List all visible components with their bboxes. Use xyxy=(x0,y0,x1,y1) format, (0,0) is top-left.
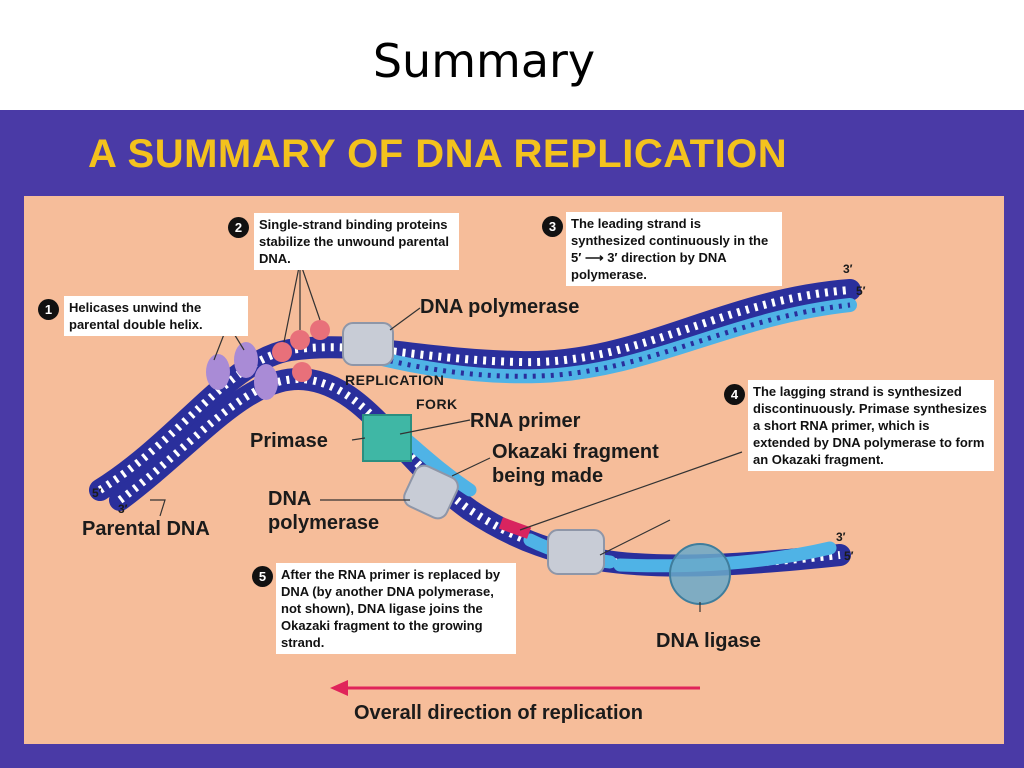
label-replication: Replication xyxy=(345,372,444,388)
end-bottom-5: 5′ xyxy=(844,549,854,563)
parental-strand-lower xyxy=(120,379,840,566)
step-1-number: 1 xyxy=(38,299,59,320)
end-bottom-3: 3′ xyxy=(836,530,846,544)
step-3-number: 3 xyxy=(542,216,563,237)
step-1-text: Helicases unwind the parental double hel… xyxy=(64,296,248,336)
step-3-text: The leading strand is synthesized contin… xyxy=(566,212,782,286)
label-dna-polymerase-top: DNA polymerase xyxy=(420,296,579,318)
step-4-number: 4 xyxy=(724,384,745,405)
label-parental-dna: Parental DNA xyxy=(82,518,210,540)
label-overall-direction: Overall direction of replication xyxy=(354,702,643,724)
step-2-text: Single-strand binding proteins stabilize… xyxy=(254,213,459,270)
direction-arrow-head xyxy=(330,680,348,696)
end-left-5: 5′ xyxy=(92,486,102,500)
primase-enzyme xyxy=(363,415,411,461)
ssb-protein-4 xyxy=(292,362,312,382)
label-dna-ligase: DNA ligase xyxy=(656,630,761,652)
end-left-3: 3′ xyxy=(118,502,128,516)
label-dna-polymerase-bottom-line2: polymerase xyxy=(268,512,379,534)
step-5-number: 5 xyxy=(252,566,273,587)
ssb-protein-2 xyxy=(290,330,310,350)
step-4-text: The lagging strand is synthesized discon… xyxy=(748,380,994,471)
label-dna-polymerase-bottom-line1: DNA xyxy=(268,488,311,510)
end-top-5: 5′ xyxy=(856,284,866,298)
helicase-1 xyxy=(206,354,230,390)
end-top-3: 3′ xyxy=(843,262,853,276)
label-okazaki-line1: Okazaki fragment xyxy=(492,441,659,463)
helicase-2 xyxy=(234,342,258,378)
dna-polymerase-leading xyxy=(343,323,393,365)
helicase-3 xyxy=(254,364,278,400)
label-fork: fork xyxy=(416,396,458,412)
ssb-protein-3 xyxy=(310,320,330,340)
label-okazaki-line2: being made xyxy=(492,465,603,487)
ssb-protein-1 xyxy=(272,342,292,362)
step-2-number: 2 xyxy=(228,217,249,238)
step-5-text: After the RNA primer is replaced by DNA … xyxy=(276,563,516,654)
dna-polymerase-lagging-2 xyxy=(548,530,604,574)
dna-ligase-enzyme xyxy=(670,544,730,604)
label-primase: Primase xyxy=(250,430,328,452)
label-rna-primer: RNA primer xyxy=(470,410,580,432)
